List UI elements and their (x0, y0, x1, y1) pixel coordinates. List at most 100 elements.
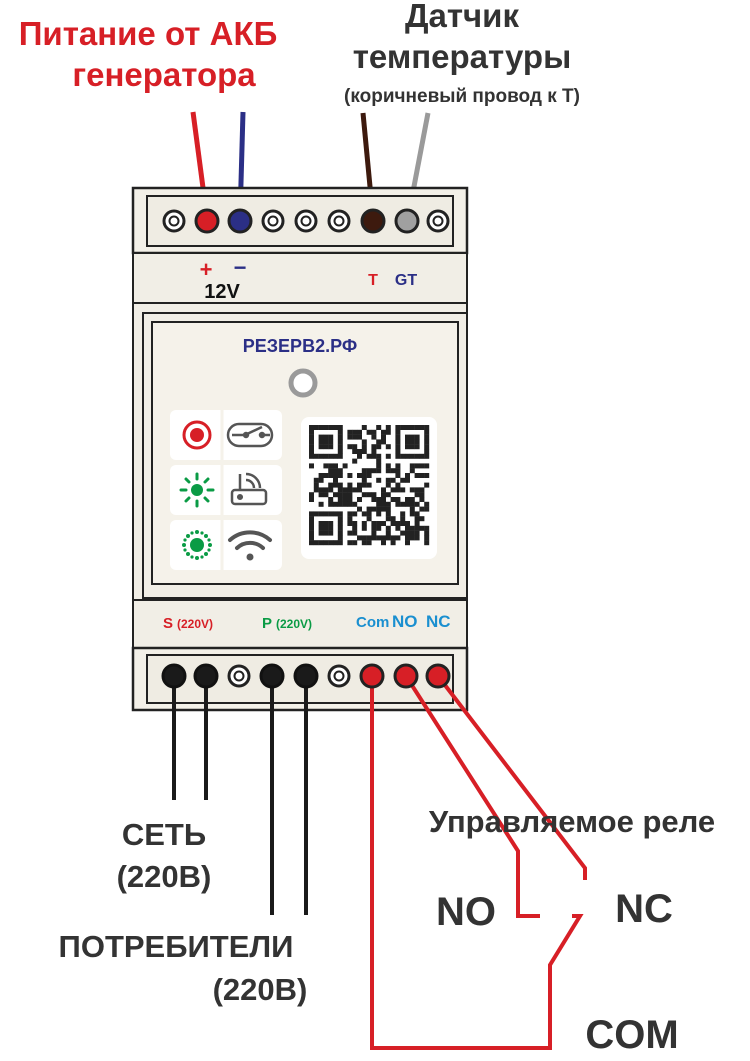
qr-module (347, 530, 353, 536)
qr-module (347, 473, 353, 478)
qr-module (328, 473, 334, 478)
qr-module (409, 463, 415, 469)
qr-module (371, 497, 377, 502)
qr-code-icon (301, 417, 437, 559)
qr-module (328, 425, 334, 430)
qr-module (328, 487, 334, 493)
qr-module (318, 501, 324, 507)
qr-module (309, 525, 314, 531)
qr-module (424, 501, 430, 507)
qr-module (395, 429, 401, 435)
qr-module (337, 535, 343, 541)
qr-module (337, 482, 343, 488)
qr-module (366, 506, 372, 512)
qr-module (371, 429, 377, 435)
qr-module (318, 473, 324, 478)
qr-module (361, 482, 367, 488)
qr-module (371, 434, 377, 440)
qr-module (371, 525, 377, 531)
qr-module (361, 492, 367, 498)
qr-module (333, 501, 338, 507)
qr-module (419, 463, 425, 469)
qr-module (318, 492, 324, 498)
qr-module (385, 535, 391, 541)
qr-module (376, 511, 382, 517)
qr-module (347, 516, 353, 522)
qr-module (390, 468, 396, 474)
qr-module (424, 444, 430, 450)
qr-module (352, 434, 358, 440)
qr-module (328, 540, 334, 546)
qr-module (424, 535, 430, 541)
qr-module (347, 540, 353, 546)
qr-module (405, 540, 410, 546)
qr-module (342, 463, 348, 469)
qr-module (337, 425, 343, 430)
qr-module (366, 473, 372, 478)
qr-module (400, 425, 406, 430)
qr-module (313, 487, 319, 493)
qr-module (352, 487, 358, 493)
qr-module (313, 453, 319, 459)
qr-module (309, 453, 314, 459)
nc-small-label: NC (426, 612, 451, 631)
switch-icon (226, 422, 274, 448)
qr-module (328, 525, 334, 531)
qr-module (342, 501, 348, 507)
mains-wires (172, 676, 208, 800)
qr-module (409, 497, 415, 502)
mains-label-line2: (220В) (117, 859, 212, 894)
qr-module (390, 521, 396, 526)
qr-module (395, 449, 401, 454)
qr-module (371, 468, 377, 474)
sensor-label-line1: Датчик (405, 0, 519, 34)
qr-module (361, 535, 367, 541)
qr-module (342, 487, 348, 493)
qr-module (337, 492, 343, 498)
qr-module (318, 434, 324, 440)
qr-module (323, 473, 329, 478)
qr-module (400, 530, 406, 536)
qr-module (381, 429, 386, 435)
qr-module (419, 516, 425, 522)
qr-module (376, 477, 382, 483)
bottom-terminals (161, 663, 451, 689)
qr-module (409, 434, 415, 440)
qr-module (309, 449, 314, 454)
qr-module (342, 497, 348, 502)
qr-module (323, 525, 329, 531)
qr-module (414, 425, 420, 430)
qr-module (409, 525, 415, 531)
qr-module (366, 516, 372, 522)
qr-module (328, 501, 334, 507)
qr-module (371, 453, 377, 459)
qr-module (371, 449, 377, 454)
qr-module (371, 535, 377, 541)
qr-module (347, 521, 353, 526)
com-small-label: Com (356, 614, 389, 631)
qr-module (323, 487, 329, 493)
qr-module (371, 521, 377, 526)
power-label-line1: Питание от АКБ (19, 15, 278, 52)
relay-title: Управляемое реле (429, 804, 715, 839)
qr-module (414, 453, 420, 459)
qr-module (347, 497, 353, 502)
qr-module (309, 463, 314, 469)
t-label: T (368, 272, 378, 289)
plus-label: + (200, 257, 213, 282)
terminal-no (393, 663, 419, 689)
qr-module (405, 535, 410, 541)
qr-module (400, 477, 406, 483)
qr-module (361, 425, 367, 430)
qr-module (405, 473, 410, 478)
qr-module (318, 444, 324, 450)
qr-module (419, 525, 425, 531)
qr-module (357, 429, 362, 435)
qr-module (337, 468, 343, 474)
terminal-p2 (293, 663, 319, 689)
qr-module (328, 463, 334, 469)
qr-module (419, 473, 425, 478)
qr-module (347, 482, 353, 488)
qr-module (395, 487, 401, 493)
qr-module (424, 439, 430, 445)
